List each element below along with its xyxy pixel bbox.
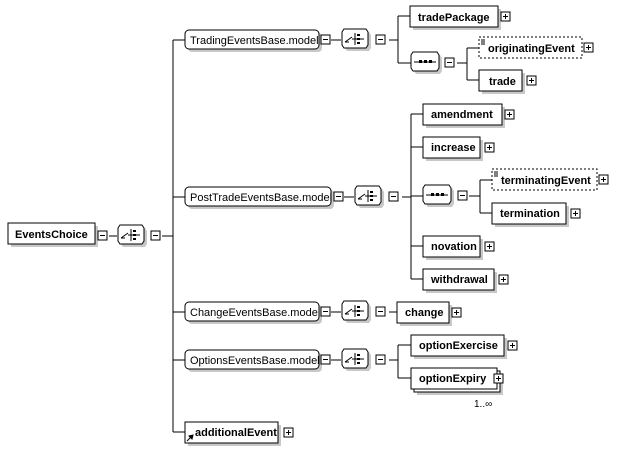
increase-expand-plus-icon[interactable]: [484, 142, 495, 153]
element-option-expiry[interactable]: optionExpiry: [410, 367, 504, 395]
root-element-node[interactable]: EventsChoice: [7, 222, 108, 247]
abstract-lines-icon: [494, 171, 498, 177]
post-trade-choice-minus-icon[interactable]: [388, 191, 399, 202]
element-increase[interactable]: increase: [422, 136, 495, 161]
abstract-lines-icon: [481, 39, 485, 45]
option-exercise-expand-plus-icon[interactable]: [507, 340, 518, 351]
root-element-label: EventsChoice: [15, 229, 88, 241]
element-option-expiry-label: optionExpiry: [419, 373, 487, 385]
options-choice-minus-icon[interactable]: [375, 354, 386, 365]
change-choice-minus-icon[interactable]: [375, 306, 386, 317]
amendment-expand-plus-icon[interactable]: [504, 109, 515, 120]
root-choice-collapse-minus-icon[interactable]: [150, 230, 161, 241]
group-options-events[interactable]: OptionsEventsBase.model: [184, 349, 331, 372]
element-trade-package[interactable]: tradePackage: [409, 5, 511, 30]
element-withdrawal-label: withdrawal: [430, 274, 488, 286]
group-post-trade-events-minus-icon[interactable]: [333, 191, 344, 202]
reference-arrow-icon: [186, 434, 194, 442]
group-trading-events-label: TradingEventsBase.model: [190, 35, 319, 47]
termination-expand-plus-icon[interactable]: [570, 208, 581, 219]
post-trade-choice-compositor-icon[interactable]: [354, 185, 384, 208]
element-increase-label: increase: [431, 142, 476, 154]
element-trade-package-label: tradePackage: [418, 12, 490, 24]
post-trade-sequence-minus-icon[interactable]: [457, 190, 468, 201]
option-expiry-cardinality: 1..∞: [474, 399, 492, 410]
element-trade-label: trade: [489, 76, 516, 88]
withdrawal-expand-plus-icon[interactable]: [498, 274, 509, 285]
element-change-label: change: [405, 307, 444, 319]
element-originating-event[interactable]: originatingEvent: [478, 36, 594, 59]
element-option-exercise[interactable]: optionExercise: [410, 334, 518, 359]
element-originating-event-label: originatingEvent: [488, 43, 575, 55]
trade-package-expand-plus-icon[interactable]: [500, 11, 511, 22]
additional-event-expand-plus-icon[interactable]: [283, 427, 294, 438]
element-withdrawal[interactable]: withdrawal: [422, 268, 509, 293]
root-choice-compositor-icon[interactable]: [117, 224, 147, 247]
element-amendment[interactable]: amendment: [422, 103, 515, 128]
group-post-trade-events[interactable]: PostTradeEventsBase.model: [184, 186, 344, 209]
root-expand-minus-icon[interactable]: [97, 230, 108, 241]
trade-expand-plus-icon[interactable]: [526, 75, 537, 86]
trading-choice-compositor-icon[interactable]: [341, 28, 371, 51]
group-change-events-label: ChangeEventsBase.model: [190, 307, 320, 319]
element-termination-label: termination: [500, 208, 560, 220]
element-trade[interactable]: trade: [478, 69, 537, 94]
group-trading-events[interactable]: TradingEventsBase.model: [184, 29, 331, 52]
element-amendment-label: amendment: [431, 109, 493, 121]
options-choice-compositor-icon[interactable]: [341, 348, 371, 371]
element-novation[interactable]: novation: [422, 235, 495, 260]
post-trade-sequence-compositor-icon[interactable]: [422, 184, 454, 207]
element-termination[interactable]: termination: [491, 202, 581, 227]
element-change[interactable]: change: [396, 301, 462, 326]
option-expiry-expand-plus-icon[interactable]: [493, 373, 504, 384]
element-additional-event-label: additionalEvent: [195, 427, 277, 439]
trading-sequence-compositor-icon[interactable]: [410, 51, 442, 74]
novation-expand-plus-icon[interactable]: [484, 241, 495, 252]
change-expand-plus-icon[interactable]: [451, 307, 462, 318]
connector-lines: [109, 15, 492, 433]
element-terminating-event[interactable]: terminatingEvent: [491, 168, 609, 191]
group-change-events-minus-icon[interactable]: [320, 306, 331, 317]
group-post-trade-events-label: PostTradeEventsBase.model: [190, 192, 332, 204]
element-option-exercise-label: optionExercise: [419, 340, 498, 352]
element-terminating-event-label: terminatingEvent: [501, 175, 591, 187]
trading-sequence-minus-icon[interactable]: [444, 57, 455, 68]
group-trading-events-minus-icon[interactable]: [320, 34, 331, 45]
element-additional-event[interactable]: additionalEvent: [184, 421, 294, 446]
change-choice-compositor-icon[interactable]: [341, 300, 371, 323]
group-options-events-minus-icon[interactable]: [320, 354, 331, 365]
trading-choice-minus-icon[interactable]: [375, 34, 386, 45]
group-change-events[interactable]: ChangeEventsBase.model: [184, 301, 331, 324]
group-options-events-label: OptionsEventsBase.model: [190, 355, 320, 367]
terminating-event-expand-plus-icon[interactable]: [598, 174, 609, 185]
element-novation-label: novation: [431, 241, 477, 253]
originating-event-expand-plus-icon[interactable]: [583, 42, 594, 53]
